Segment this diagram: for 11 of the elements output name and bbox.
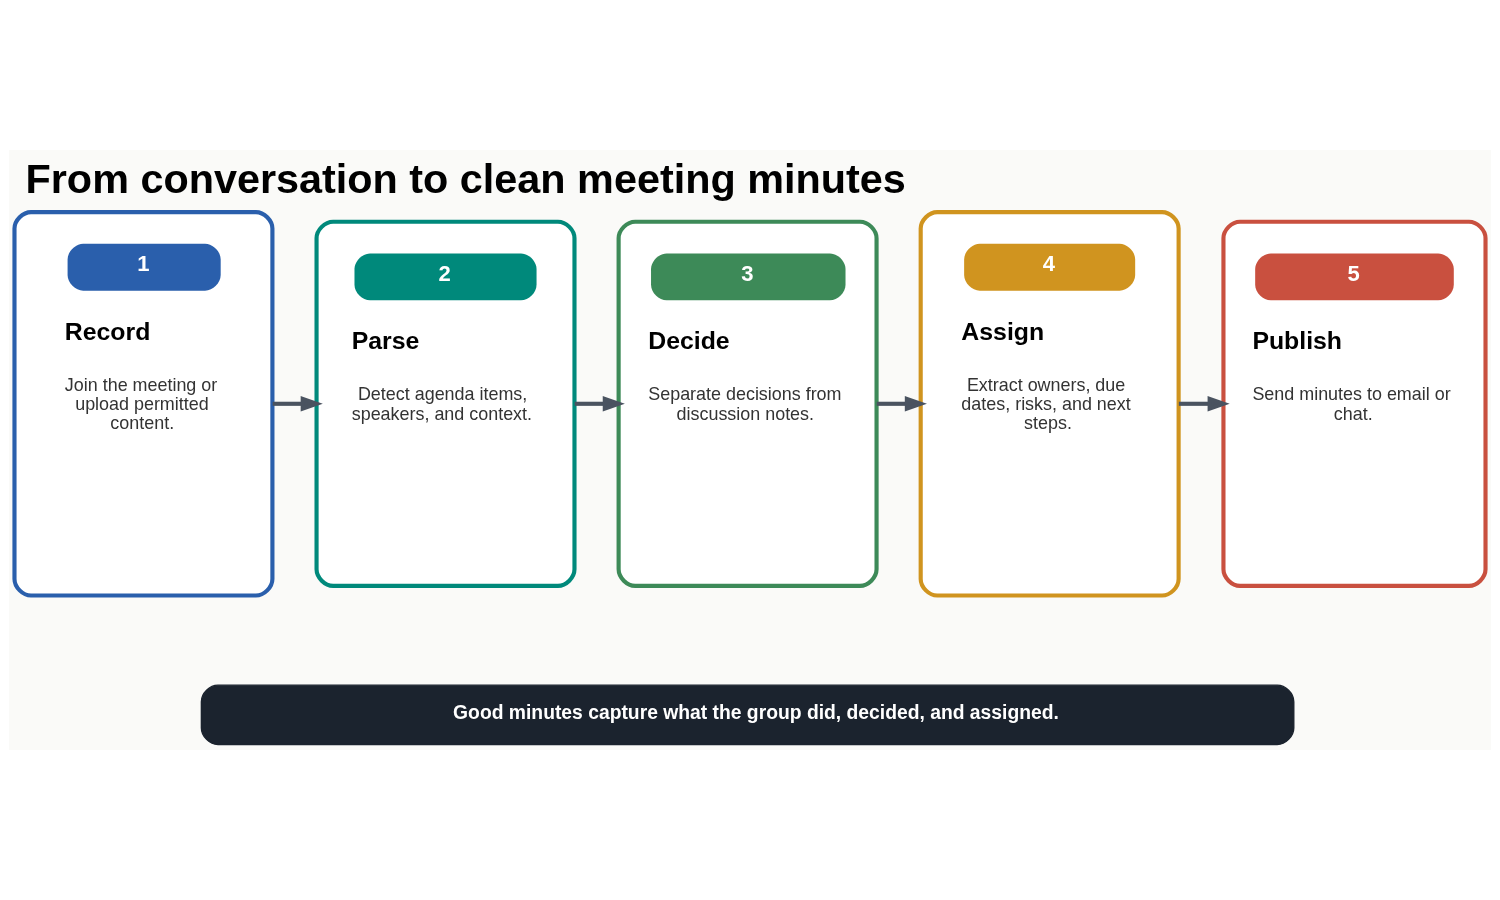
arrow bbox=[574, 396, 625, 412]
node-box: 5 Publish Send minutes to email or chat. bbox=[1221, 219, 1488, 588]
diagram-title: From conversation to clean meeting minutes bbox=[25, 155, 906, 202]
node-box: Good minutes capture what the group did, decided, and assigned. bbox=[200, 684, 1295, 746]
node-box: 3 Decide Separate decisions from discussion notes. bbox=[616, 219, 879, 588]
arrow bbox=[876, 396, 927, 412]
arrow bbox=[272, 396, 323, 412]
arrow bbox=[1178, 396, 1230, 412]
node-box: 1 Record Join the meeting or upload permitted content. bbox=[12, 210, 275, 598]
node-box: 2 Parse Detect agenda items, speakers, and context. bbox=[314, 219, 577, 588]
node-box: 4 Assign Extract owners, due dates, risks, and next steps. bbox=[918, 210, 1181, 598]
